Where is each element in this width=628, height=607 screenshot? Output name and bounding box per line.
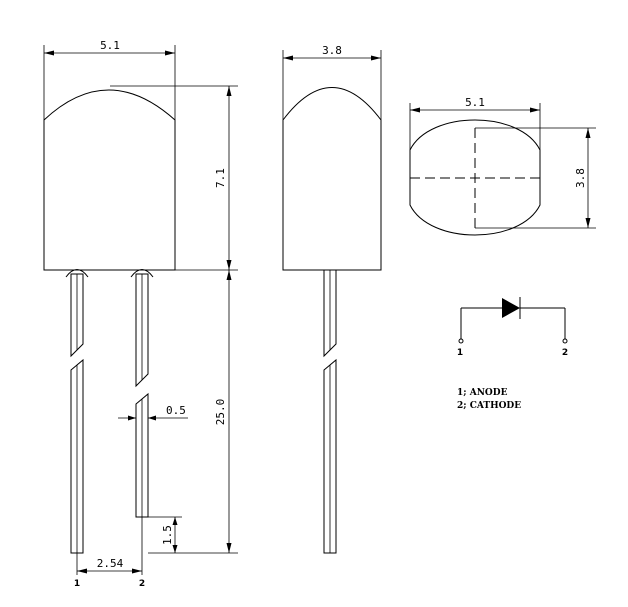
side-width-dimension: 3.8	[282, 44, 382, 120]
front-pitch-dimension: 2.54	[76, 517, 143, 575]
diode-triangle	[502, 298, 520, 318]
front-view: 5.1 7.1 25.0 0.5	[43, 39, 238, 589]
side-view: 3.8	[282, 44, 382, 554]
front-offset-label: 1.5	[161, 525, 174, 545]
legend-anode: 1; ANODE	[457, 388, 508, 398]
front-height-dimension: 7.1	[110, 85, 238, 271]
front-pin-1-label: 1	[74, 579, 80, 589]
schematic-pin-1-label: 1	[457, 348, 463, 358]
front-pin-2-label: 2	[139, 579, 145, 589]
diode-schematic: 1 2	[457, 297, 568, 358]
side-body-outline	[282, 87, 382, 271]
side-width-label: 3.8	[322, 44, 342, 57]
top-height-label: 3.8	[574, 168, 587, 188]
side-lead	[323, 269, 337, 554]
front-body-outline	[43, 89, 176, 271]
top-height-dimension: 3.8	[475, 127, 596, 229]
front-offset-dimension: 1.5	[148, 516, 182, 553]
front-pitch-label: 2.54	[97, 557, 124, 570]
top-outline	[409, 119, 541, 236]
front-width-label: 5.1	[100, 39, 120, 52]
front-height-label: 7.1	[214, 168, 227, 188]
top-width-label: 5.1	[465, 96, 485, 109]
schematic-pin-2-label: 2	[562, 348, 568, 358]
pin-legend: 1; ANODE 2; CATHODE	[457, 388, 521, 411]
top-view: 5.1 3.8	[409, 96, 596, 236]
front-lead-length-dimension: 25.0	[148, 270, 238, 554]
front-lead-width-label: 0.5	[166, 404, 186, 417]
front-lead-2	[135, 273, 149, 518]
front-width-dimension: 5.1	[43, 39, 176, 120]
top-width-dimension: 5.1	[409, 96, 541, 150]
front-lead-1	[70, 273, 84, 554]
legend-cathode: 2; CATHODE	[457, 401, 521, 411]
front-lead-length-label: 25.0	[214, 399, 227, 426]
front-lead-width-dimension: 0.5	[118, 404, 188, 421]
